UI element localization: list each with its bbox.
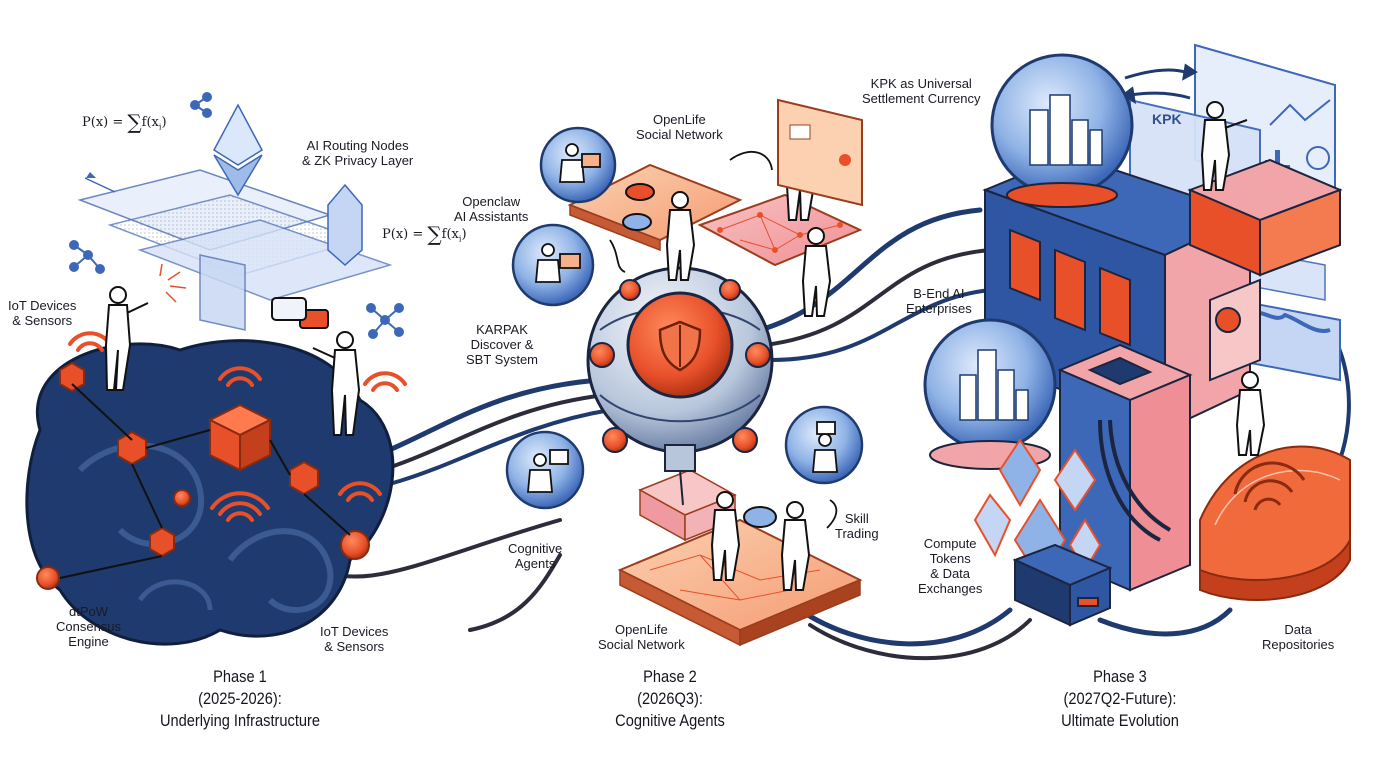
social-screen-board (777, 98, 863, 207)
formula-2: P(x) = ∑f(xi) (382, 222, 467, 246)
phase-2-title: Phase 2(2026Q3):Cognitive Agents (615, 667, 725, 730)
welding-spark-icon (159, 263, 187, 303)
kpk-coin-icon (1215, 307, 1241, 333)
karpak-central-orb (586, 266, 774, 506)
label-ai-routing: AI Routing Nodes& ZK Privacy Layer (302, 138, 414, 168)
phase3-ultimate-evolution (923, 43, 1351, 627)
phase1-infrastructure (25, 92, 407, 646)
phase-3-title: Phase 3(2027Q2-Future):Ultimate Evolutio… (1061, 667, 1179, 730)
exchange-arrows (609, 151, 838, 529)
orange-cube-node (207, 403, 273, 472)
bubble-user-icons (527, 143, 838, 493)
formula-1: P(x) = ∑f(xi) (82, 110, 167, 134)
zk-privacy-glass-layers (77, 169, 393, 331)
token-coins (622, 183, 777, 528)
wifi-signal-icons (68, 331, 407, 522)
phase2-cognitive-agents (505, 98, 864, 647)
data-repository-stack (1199, 445, 1351, 601)
share-network-icons (69, 92, 404, 339)
social-platform-bottom (617, 518, 863, 632)
data-exchange-box (1012, 543, 1113, 627)
label-iot-top: IoT Devices& Sensors (8, 298, 77, 328)
social-platform-top-right (697, 193, 863, 267)
ethereum-crystals (213, 103, 363, 267)
label-iot-bottom: IoT Devices& Sensors (320, 624, 389, 654)
orange-sphere-nodes (36, 489, 370, 590)
phase-1-title: Phase 1(2025-2026):Underlying Infrastruc… (159, 667, 321, 730)
orange-hex-nodes (59, 361, 319, 558)
phase3-people (1200, 101, 1266, 456)
cable-bundle (1098, 419, 1171, 542)
globe-skyscrapers (959, 94, 1103, 421)
settlement-arrows (1121, 63, 1198, 104)
kpk-screen-text: KPK (1152, 111, 1182, 127)
node-links (59, 383, 351, 579)
engineer-figures (104, 286, 361, 436)
